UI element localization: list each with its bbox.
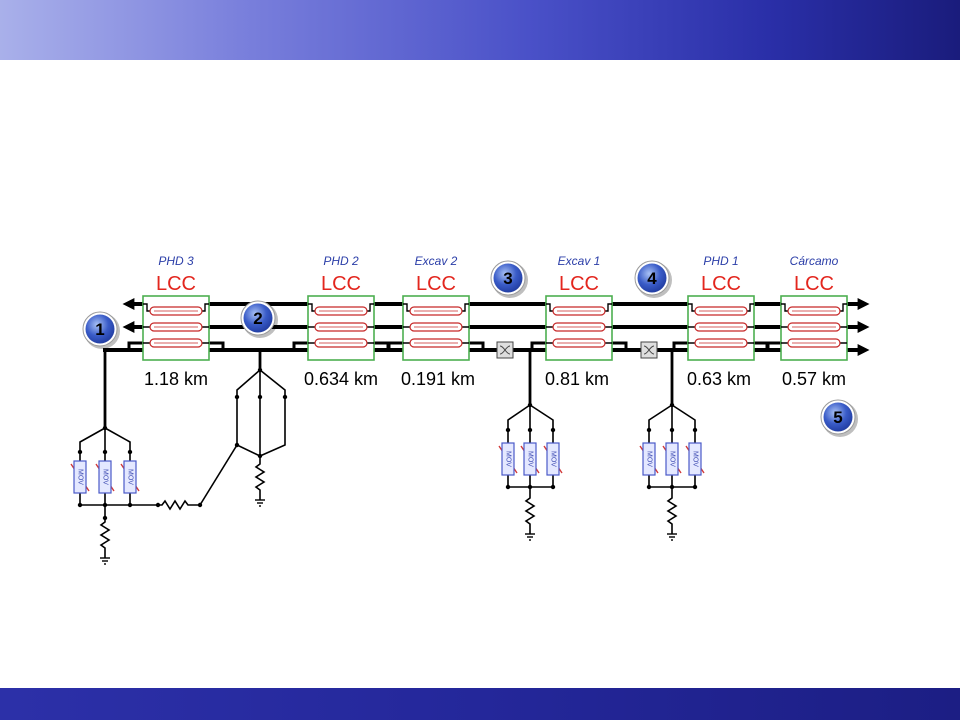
segment-name: Excav 2 bbox=[415, 254, 458, 268]
node-marker-3: 3 bbox=[490, 260, 528, 298]
segment-name: PHD 1 bbox=[703, 254, 738, 268]
segment-name: PHD 2 bbox=[323, 254, 359, 268]
grounding-branch-node2 bbox=[234, 350, 288, 507]
node-marker-label: 1 bbox=[95, 320, 104, 339]
segment-length: 1.18 km bbox=[144, 369, 208, 389]
lcc-segment-phd1: PHD 1 LCC 0.63 km bbox=[687, 254, 755, 389]
surge-arrester: MOV bbox=[520, 442, 540, 476]
node-marker-4: 4 bbox=[634, 260, 672, 298]
resistor bbox=[254, 456, 266, 500]
segment-name: PHD 3 bbox=[158, 254, 194, 268]
header-banner bbox=[0, 0, 960, 60]
node-marker-1: 1 bbox=[82, 311, 120, 349]
lcc-block bbox=[307, 295, 375, 361]
grounding-branch-node4: MOV MOV MOV bbox=[639, 350, 705, 541]
surge-arrester: MOV bbox=[639, 442, 659, 476]
segment-model: LCC bbox=[794, 273, 834, 295]
segment-model: LCC bbox=[416, 273, 456, 295]
lcc-block bbox=[402, 295, 470, 361]
arrester-label: MOV bbox=[550, 451, 557, 467]
lcc-segment-phd3: PHD 3 LCC 1.18 km bbox=[142, 254, 210, 389]
resistor bbox=[666, 487, 678, 534]
segment-name: Excav 1 bbox=[558, 254, 601, 268]
surge-arrester: MOV bbox=[498, 442, 518, 476]
lcc-block bbox=[780, 295, 848, 361]
footer-banner bbox=[0, 688, 960, 720]
arrester-label: MOV bbox=[102, 469, 109, 485]
switch bbox=[496, 341, 514, 359]
surge-arrester: MOV bbox=[95, 460, 115, 494]
ground-icon bbox=[525, 533, 535, 541]
node-marker-5: 5 bbox=[820, 399, 858, 437]
lcc-segment-carcamo: Cárcamo LCC 0.57 km bbox=[780, 254, 848, 389]
node-marker-label: 5 bbox=[833, 408, 842, 427]
resistor bbox=[158, 499, 200, 511]
lcc-block bbox=[545, 295, 613, 361]
lcc-block bbox=[142, 295, 210, 361]
segment-length: 0.63 km bbox=[687, 369, 751, 389]
surge-arrester: MOV bbox=[543, 442, 563, 476]
segment-model: LCC bbox=[321, 273, 361, 295]
segment-length: 0.191 km bbox=[401, 369, 475, 389]
bus-elbows bbox=[127, 341, 781, 350]
resistor bbox=[524, 487, 536, 534]
node-marker-label: 3 bbox=[503, 269, 512, 288]
arrester-label: MOV bbox=[527, 451, 534, 467]
arrester-label: MOV bbox=[692, 451, 699, 467]
arrester-label: MOV bbox=[646, 451, 653, 467]
arrester-label: MOV bbox=[127, 469, 134, 485]
lcc-segment-excav1: Excav 1 LCC 0.81 km bbox=[545, 254, 613, 389]
node-marker-label: 4 bbox=[647, 269, 657, 288]
segment-name: Cárcamo bbox=[790, 254, 839, 268]
node-marker-label: 2 bbox=[253, 309, 262, 328]
lcc-segment-phd2: PHD 2 LCC 0.634 km bbox=[304, 254, 378, 389]
lcc-segment-excav2: Excav 2 LCC 0.191 km bbox=[401, 254, 475, 389]
arrester-label: MOV bbox=[77, 469, 84, 485]
segment-length: 0.57 km bbox=[782, 369, 846, 389]
resistor bbox=[99, 518, 111, 558]
segment-model: LCC bbox=[559, 273, 599, 295]
ground-icon bbox=[667, 533, 677, 541]
grounding-branch-node1: MOV MOV MOV bbox=[70, 350, 238, 565]
grounding-branch-node3: MOV MOV MOV bbox=[498, 350, 563, 541]
lcc-block bbox=[687, 295, 755, 361]
segment-length: 0.81 km bbox=[545, 369, 609, 389]
surge-arrester: MOV bbox=[685, 442, 705, 476]
ground-icon bbox=[100, 557, 110, 565]
arrester-label: MOV bbox=[505, 451, 512, 467]
segment-model: LCC bbox=[701, 273, 741, 295]
surge-arrester: MOV bbox=[662, 442, 682, 476]
node-marker-2: 2 bbox=[240, 300, 278, 338]
ground-icon bbox=[255, 499, 265, 507]
segment-length: 0.634 km bbox=[304, 369, 378, 389]
surge-arrester: MOV bbox=[120, 460, 140, 494]
segment-model: LCC bbox=[156, 273, 196, 295]
surge-arrester: MOV bbox=[70, 460, 90, 494]
switch bbox=[640, 341, 658, 359]
arrester-label: MOV bbox=[669, 451, 676, 467]
